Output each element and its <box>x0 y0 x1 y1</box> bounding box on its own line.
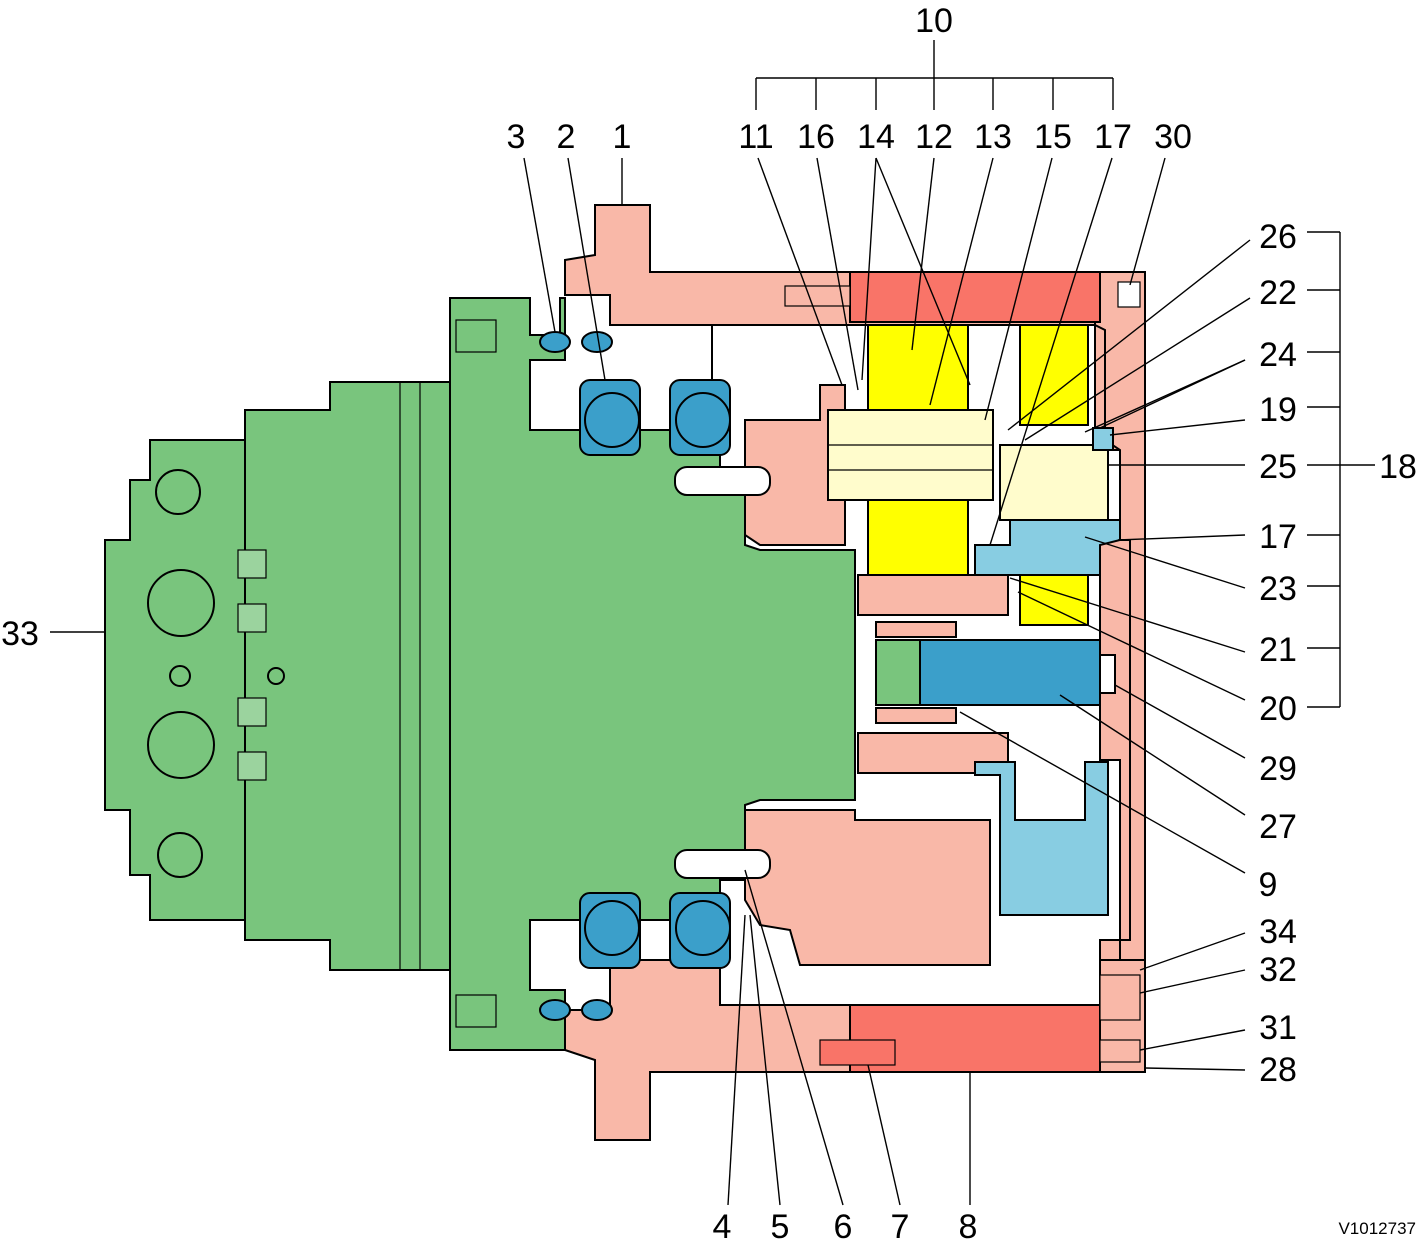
callout-14: 14 <box>857 118 895 156</box>
motor-port-circle-3 <box>147 711 215 779</box>
motor-port-circle-1 <box>155 469 201 515</box>
sun-gear-shaft <box>919 639 1101 706</box>
motor-plug-small <box>169 665 191 687</box>
callout-12: 12 <box>915 118 953 156</box>
planet-shaft-1 <box>827 409 994 501</box>
pin-bottom <box>819 1039 896 1066</box>
leader-lines <box>50 40 1375 1206</box>
bolt-32 <box>1099 974 1141 1021</box>
main-bearings <box>539 331 731 1021</box>
hydraulic-motor <box>104 297 921 1051</box>
bolt-upper <box>674 466 771 496</box>
sun-gear-shaft-lower <box>875 707 957 724</box>
ring-gear-top <box>849 271 1101 323</box>
motor-port-circle-4 <box>157 832 203 878</box>
callout-26: 26 <box>1259 218 1297 256</box>
callout-29: 29 <box>1259 750 1297 788</box>
carrier-hub-lower <box>744 809 991 966</box>
callout-10: 10 <box>915 2 953 40</box>
callout-34: 34 <box>1259 913 1297 951</box>
floating-seal-top-1 <box>539 331 571 353</box>
ball-bearing-lower-1 <box>584 900 640 956</box>
callout-3: 3 <box>507 118 526 156</box>
ring-gear <box>784 271 1101 1073</box>
ball-bearing-upper-2 <box>675 392 731 448</box>
pin-top <box>784 285 851 307</box>
motor-seal-1 <box>237 549 267 579</box>
motor-flange <box>449 297 856 1051</box>
floating-seal-bottom-2 <box>581 999 613 1021</box>
callout-13: 13 <box>974 118 1012 156</box>
callout-32: 32 <box>1259 951 1297 989</box>
carrier-lower <box>974 761 1109 916</box>
callout-5: 5 <box>771 1208 790 1246</box>
planet-shaft-2 <box>999 444 1109 521</box>
callout-23: 23 <box>1259 570 1297 608</box>
callout-31: 31 <box>1259 1009 1297 1047</box>
thrust-washer <box>1092 427 1114 451</box>
floating-seal-bottom-1 <box>539 999 571 1021</box>
callout-1: 1 <box>613 118 632 156</box>
callout-15: 15 <box>1034 118 1072 156</box>
callout-8: 8 <box>959 1208 978 1246</box>
ball-bearing-lower-2 <box>675 900 731 956</box>
drawing-code: V1012737 <box>1338 1219 1416 1238</box>
callout-17-right: 17 <box>1259 518 1297 556</box>
bolt-lower <box>674 849 771 879</box>
motor-bolt-top <box>455 319 497 353</box>
callout-9: 9 <box>1259 866 1278 904</box>
callout-33: 33 <box>1 615 39 653</box>
motor-body <box>244 381 451 971</box>
motor-output-shaft <box>875 639 921 706</box>
callout-4: 4 <box>713 1208 732 1246</box>
callout-22: 22 <box>1259 274 1297 312</box>
callout-25: 25 <box>1259 448 1297 486</box>
callout-24: 24 <box>1259 336 1297 374</box>
callout-28: 28 <box>1259 1051 1297 1089</box>
callout-16: 16 <box>797 118 835 156</box>
callout-30: 30 <box>1154 118 1192 156</box>
planet-gear-1-lower <box>867 499 969 576</box>
motor-bolt-bottom <box>455 994 497 1028</box>
motor-seal-3 <box>237 697 267 727</box>
sun-gear-shaft-upper <box>875 621 957 638</box>
thrust-plate-29 <box>1099 654 1116 694</box>
sun-gear-ring-upper <box>857 574 1009 616</box>
callout-20: 20 <box>1259 690 1297 728</box>
callout-18: 18 <box>1379 448 1417 486</box>
motor-seal-4 <box>237 751 267 781</box>
motor-port-circle-2 <box>147 569 215 637</box>
callout-11: 11 <box>738 118 773 156</box>
callout-6: 6 <box>834 1208 853 1246</box>
callout-7: 7 <box>891 1208 910 1246</box>
motor-plug-small-2 <box>267 667 285 685</box>
callout-19: 19 <box>1259 391 1297 429</box>
plug-31 <box>1099 1039 1141 1063</box>
planet-carrier <box>919 427 1121 916</box>
callout-27: 27 <box>1259 808 1297 846</box>
callout-17-top: 17 <box>1094 118 1132 156</box>
callout-21: 21 <box>1259 631 1297 669</box>
callout-2: 2 <box>557 118 576 156</box>
motor-seal-2 <box>237 603 267 633</box>
plug-30 <box>1117 281 1141 308</box>
ball-bearing-upper-1 <box>584 392 640 448</box>
